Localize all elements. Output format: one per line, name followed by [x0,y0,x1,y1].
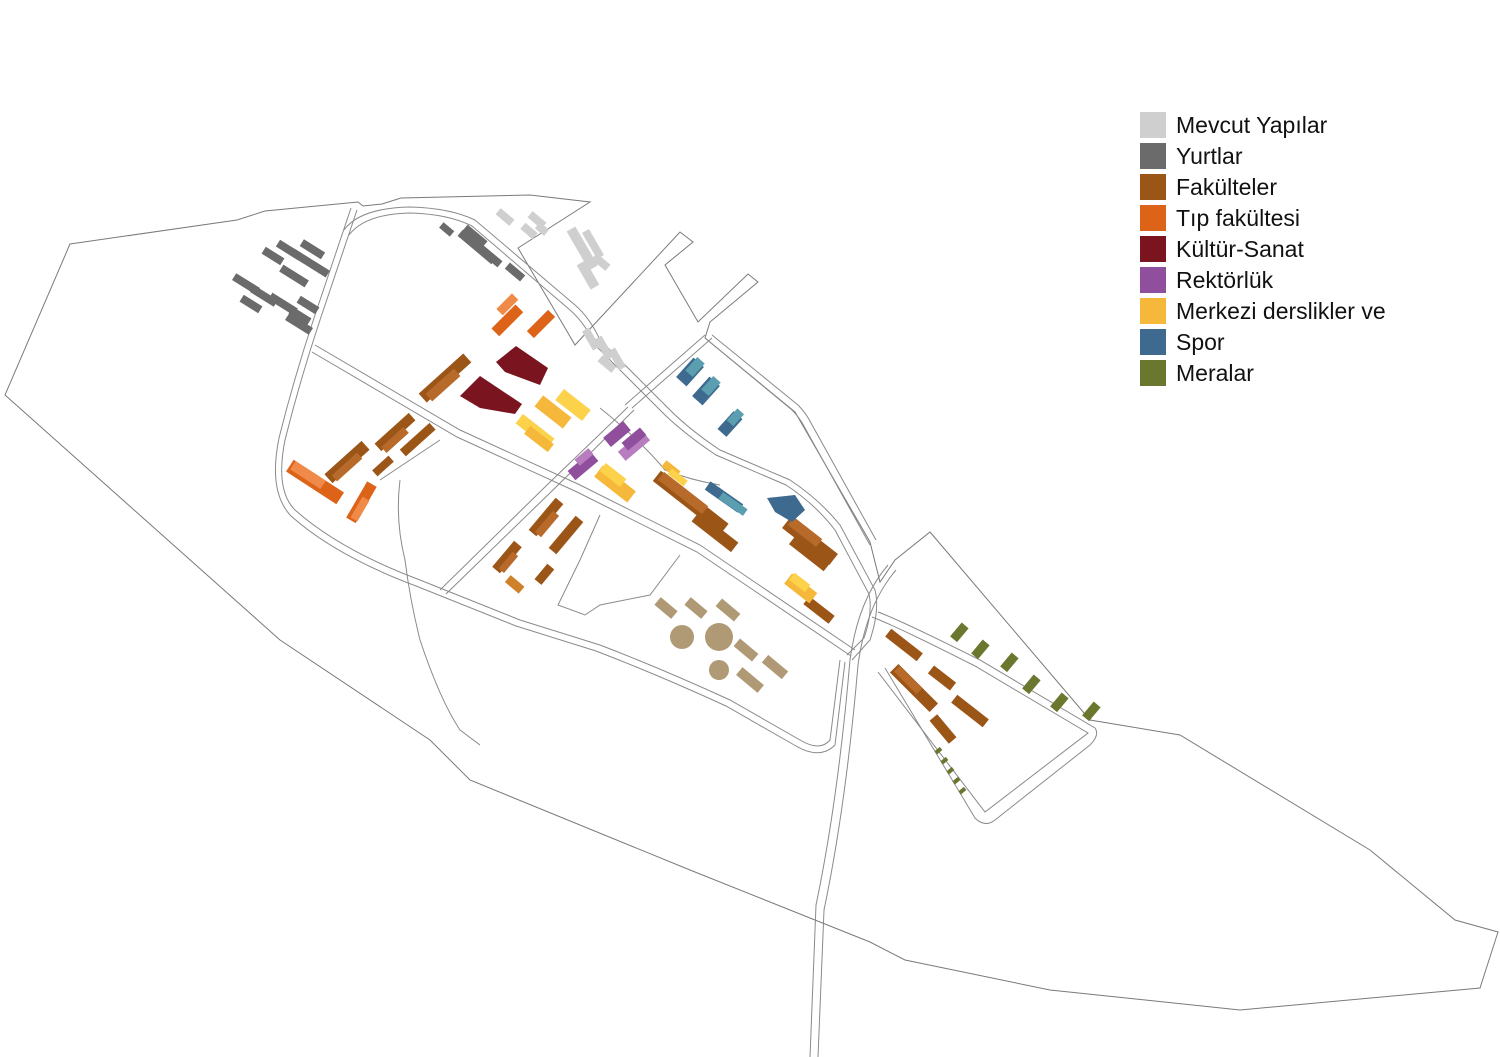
legend-item-spor: Spor [1140,326,1386,357]
legend-swatch [1140,328,1166,355]
legend-swatch [1140,111,1166,138]
legend-label: Merkezi derslikler ve [1176,297,1386,324]
legend-swatch [1140,266,1166,293]
road-network [274,206,1098,1057]
legend-swatch [1140,142,1166,169]
legend-label: Fakülteler [1176,173,1277,200]
pastures [934,622,1101,795]
unlisted-buildings [654,597,789,693]
legend-label: Kültür-Sanat [1176,235,1304,262]
site-boundary [4,194,1499,1011]
rectorate [567,421,651,481]
culture-arts [460,346,548,414]
legend-swatch [1140,359,1166,386]
legend-swatch [1140,173,1166,200]
legend-label: Mevcut Yapılar [1176,111,1328,138]
legend-label: Yurtlar [1176,142,1243,169]
legend-swatch [1140,235,1166,262]
dormitories [232,222,526,335]
legend-item-kultur-sanat: Kültür-Sanat [1140,233,1386,264]
legend-item-meralar: Meralar [1140,357,1386,388]
legend-item-fakulteler: Fakülteler [1140,171,1386,202]
sports [676,356,805,522]
legend-item-yurtlar: Yurtlar [1140,140,1386,171]
legend-label: Rektörlük [1176,266,1274,293]
central-classrooms [515,389,818,604]
existing-buildings [495,208,626,373]
legend-label: Meralar [1176,359,1254,386]
legend-swatch [1140,297,1166,324]
legend-item-mevcut-yapilar: Mevcut Yapılar [1140,109,1386,140]
legend-item-merkezi-derslikler: Merkezi derslikler ve [1140,295,1386,326]
legend-item-rektorluk: Rektörlük [1140,264,1386,295]
legend-item-tip-fakultesi: Tıp fakültesi [1140,202,1386,233]
medical-faculty [286,293,556,524]
map-legend: Mevcut Yapılar Yurtlar Fakülteler Tıp fa… [1140,109,1386,388]
legend-label: Spor [1176,328,1225,355]
legend-swatch [1140,204,1166,231]
faculties [324,353,989,744]
legend-label: Tıp fakültesi [1176,204,1300,231]
